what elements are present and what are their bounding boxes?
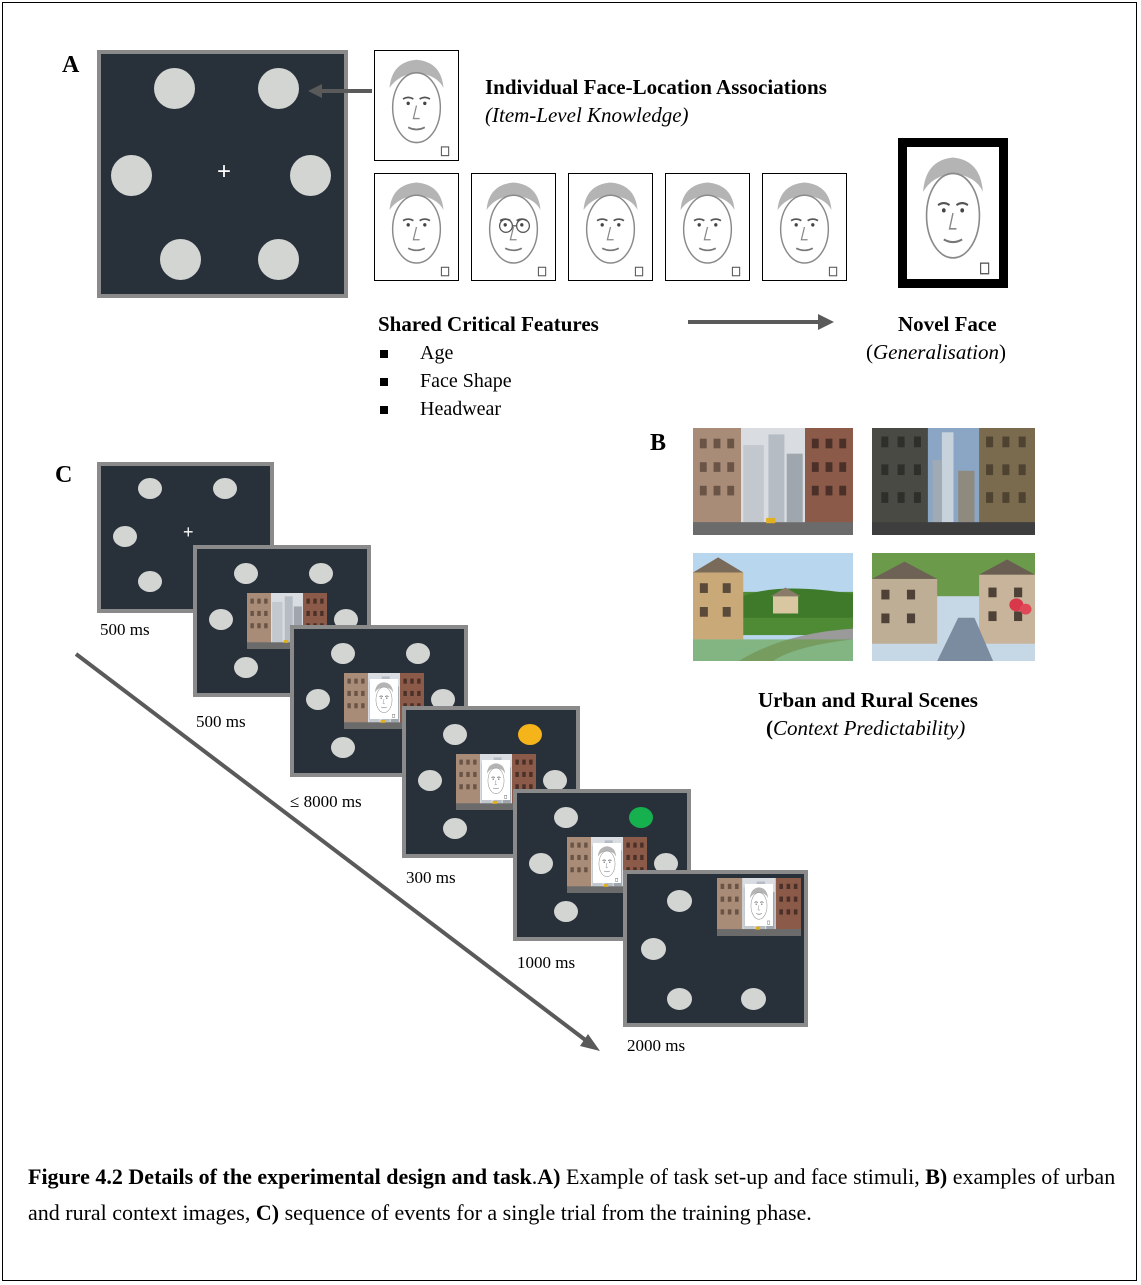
- face-image: [482, 760, 510, 800]
- feature-item: Age: [380, 342, 512, 370]
- location-dot: [138, 571, 162, 592]
- panel-a-label: A: [62, 52, 80, 78]
- location-dot: [213, 478, 237, 499]
- trial-screen-association: [623, 870, 808, 1027]
- timing-label: ≤ 8000 ms: [290, 792, 362, 811]
- face-image: [745, 884, 773, 926]
- location-dot: [331, 643, 355, 664]
- urban-scene-image: [872, 428, 1035, 535]
- panel-a-title: Individual Face-Location Associations: [485, 75, 827, 99]
- feature-list: Age Face Shape Headwear: [380, 342, 512, 426]
- time-arrow-icon: [74, 652, 600, 1051]
- location-dot: [543, 770, 567, 791]
- timing-label: 300 ms: [406, 868, 456, 887]
- location-dot: [406, 643, 430, 664]
- location-dot: [554, 807, 578, 828]
- location-dot: [160, 239, 201, 280]
- urban-scene-image: [693, 428, 853, 535]
- timing-label: 500 ms: [196, 712, 246, 731]
- panel-b-label: B: [650, 430, 667, 456]
- face-image: [374, 173, 459, 281]
- panel-a-screen: +: [97, 50, 348, 298]
- shared-features-title: Shared Critical Features: [378, 312, 599, 336]
- trial-screen-feedback: [513, 789, 691, 941]
- face-image: [762, 173, 847, 281]
- location-dot: [334, 609, 358, 630]
- panel-c-label: C: [55, 462, 73, 488]
- location-dot: [113, 526, 137, 547]
- face-image: [370, 679, 398, 719]
- location-dot: [306, 689, 330, 710]
- figure-caption: Figure 4.2 Details of the experimental d…: [28, 1164, 1116, 1225]
- face-image: [568, 173, 653, 281]
- fixation-cross: +: [217, 158, 232, 185]
- location-dot: [641, 938, 666, 960]
- novel-face-subtitle: (Generalisation): [866, 340, 1006, 364]
- location-dot: [290, 155, 331, 196]
- panel-b-subtitle: (Context Predictability): [766, 716, 966, 740]
- timing-label: 2000 ms: [627, 1036, 686, 1055]
- generalisation-arrow-icon: [688, 314, 834, 330]
- novel-face-image: [898, 138, 1008, 288]
- selected-location-dot: [518, 724, 542, 745]
- location-dot: [667, 890, 692, 912]
- panel-b-title: Urban and Rural Scenes: [758, 688, 978, 712]
- location-dot: [309, 563, 333, 584]
- face-image: [593, 843, 621, 883]
- novel-face-title: Novel Face: [898, 312, 997, 336]
- fixation-cross: +: [183, 522, 194, 542]
- association-arrow-icon: [308, 84, 372, 98]
- rural-scene-image: [693, 553, 853, 661]
- location-dot: [331, 737, 355, 758]
- location-dot: [138, 478, 162, 499]
- face-image: [665, 173, 750, 281]
- timing-label: 500 ms: [100, 620, 150, 639]
- location-dot: [654, 853, 678, 874]
- location-dot: [741, 988, 766, 1010]
- panel-a-subtitle: (Item-Level Knowledge): [485, 103, 689, 127]
- location-dot: [234, 563, 258, 584]
- location-dot: [234, 657, 258, 678]
- location-dot: [154, 68, 195, 109]
- location-dot: [209, 609, 233, 630]
- feature-item: Face Shape: [380, 370, 512, 398]
- rural-scene-image: [872, 553, 1035, 661]
- face-image: [471, 173, 556, 281]
- location-dot: [111, 155, 152, 196]
- location-dot-target: [258, 68, 299, 109]
- timing-label: 1000 ms: [517, 953, 576, 972]
- location-dot: [431, 689, 455, 710]
- correct-location-dot: [629, 807, 653, 828]
- location-dot: [418, 770, 442, 791]
- location-dot: [667, 988, 692, 1010]
- location-dot: [258, 239, 299, 280]
- location-dot: [554, 901, 578, 922]
- feature-item: Headwear: [380, 398, 512, 426]
- location-dot: [443, 818, 467, 839]
- location-dot: [529, 853, 553, 874]
- location-dot: [443, 724, 467, 745]
- face-image: [374, 50, 459, 161]
